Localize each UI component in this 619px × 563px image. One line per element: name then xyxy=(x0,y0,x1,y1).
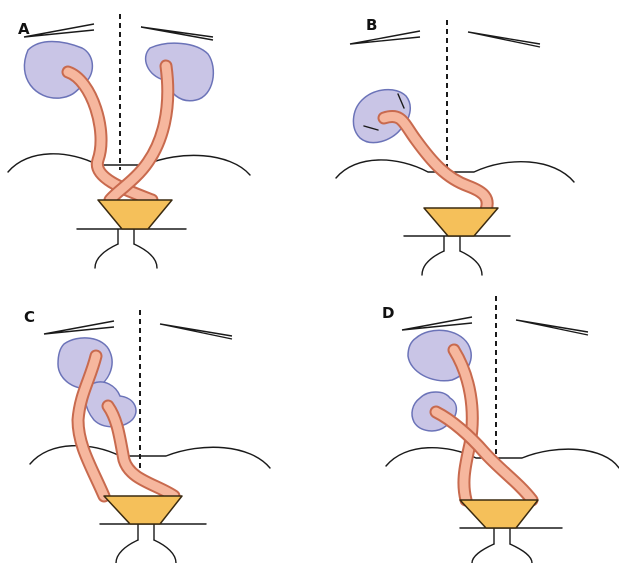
pelvic-brim xyxy=(8,154,250,175)
rib-left xyxy=(350,31,420,44)
panel-d: D xyxy=(382,296,619,563)
leg-outline-left xyxy=(472,544,494,563)
panel-c: C xyxy=(24,308,270,563)
leg-outline-left xyxy=(422,251,444,275)
leg-outline-right xyxy=(510,544,532,563)
pelvic-floor xyxy=(404,236,510,251)
leg-outline-left xyxy=(95,244,118,268)
bladder xyxy=(104,496,182,524)
panel-label-b: B xyxy=(366,16,377,34)
bladder xyxy=(98,200,172,229)
rib-right xyxy=(516,320,588,335)
panel-label-d: D xyxy=(382,304,394,322)
panel-label-c: C xyxy=(24,308,35,326)
panel-label-a: A xyxy=(18,20,30,38)
rib-left xyxy=(44,321,114,334)
rib-right xyxy=(468,32,540,47)
ureter-lower-fill xyxy=(436,412,532,500)
leg-outline-right xyxy=(154,540,176,563)
pelvic-floor xyxy=(100,524,206,540)
panel-a: A xyxy=(8,14,250,268)
leg-outline-left xyxy=(116,540,138,563)
kidney-right xyxy=(146,43,214,101)
panel-b: B xyxy=(336,16,574,275)
rib-left xyxy=(24,24,94,37)
rib-right xyxy=(160,324,232,339)
leg-outline-right xyxy=(460,251,482,275)
pelvic-brim xyxy=(30,446,270,468)
rib-left xyxy=(402,317,472,330)
pelvic-floor xyxy=(77,229,186,244)
pelvic-floor xyxy=(460,528,562,544)
rib-right xyxy=(141,27,213,40)
leg-outline-right xyxy=(134,244,157,268)
bladder xyxy=(424,208,498,236)
bladder xyxy=(460,500,538,528)
